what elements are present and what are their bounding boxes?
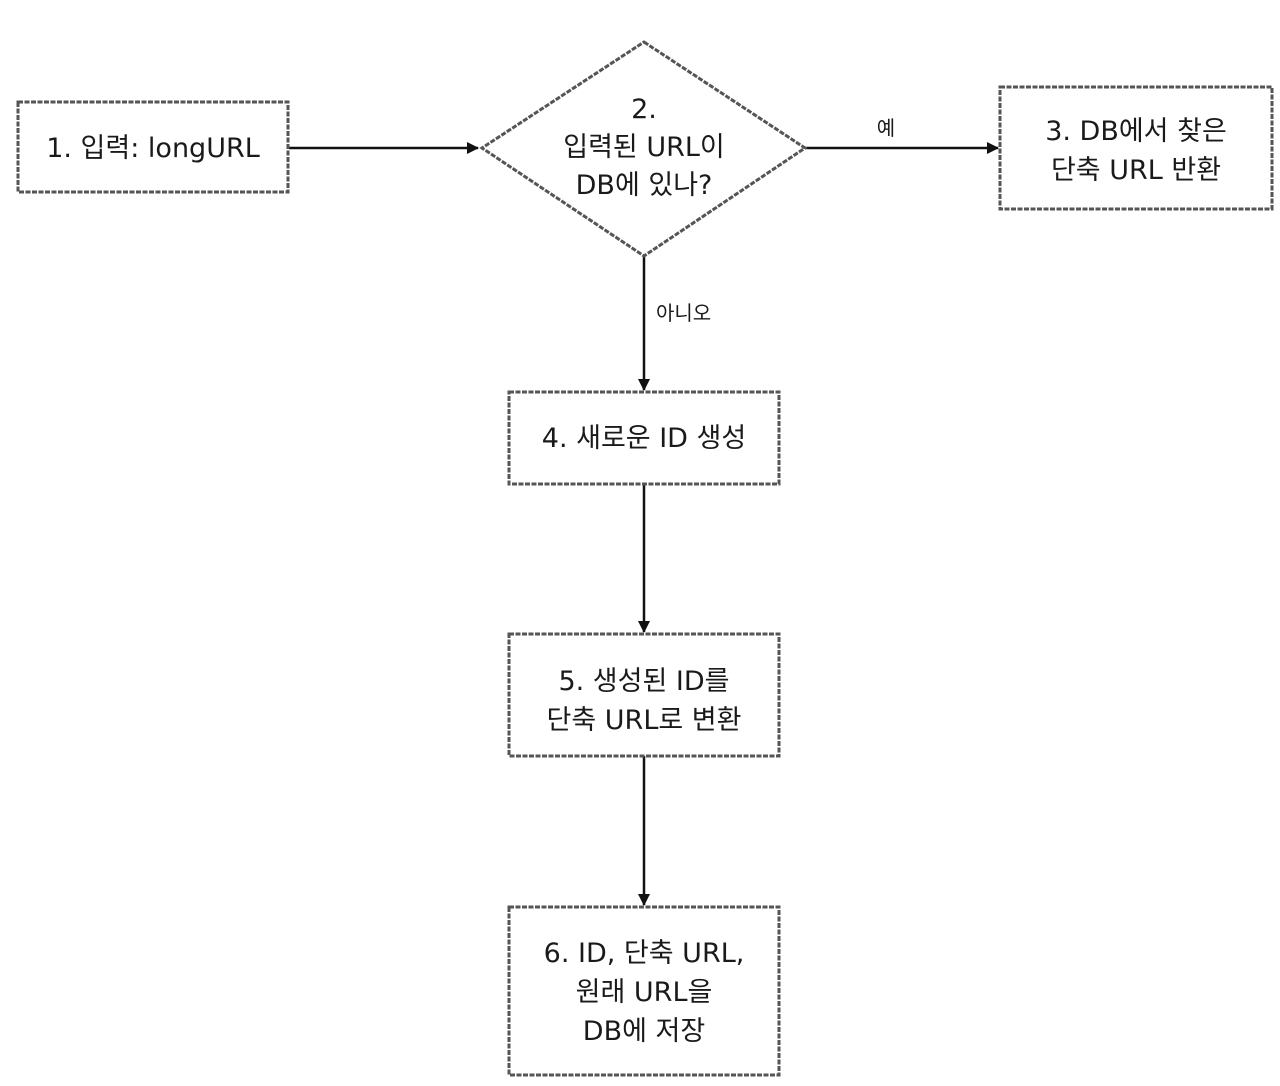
node-return-short-line-2: 단축 URL 반환 xyxy=(1051,155,1221,186)
node-save-box xyxy=(507,905,781,1077)
node-convert-box xyxy=(507,632,781,758)
node-save: 6. ID, 단축 URL, 원래 URL을 DB에 저장 xyxy=(507,905,781,1077)
node-decision-line-2: 입력된 URL이 xyxy=(563,132,725,163)
node-decision: 2. 입력된 URL이 DB에 있나? xyxy=(479,40,808,258)
node-save-line-1: 6. ID, 단축 URL, xyxy=(544,938,745,969)
node-save-line-3: DB에 저장 xyxy=(583,1016,705,1047)
node-decision-line-1: 2. xyxy=(631,94,657,125)
node-input: 1. 입력: longURL xyxy=(16,100,290,194)
node-convert-line-1: 5. 생성된 ID를 xyxy=(558,666,729,697)
node-return-short-line-1: 3. DB에서 찾은 xyxy=(1045,116,1227,147)
node-decision-line-3: DB에 있나? xyxy=(576,170,713,201)
node-new-id: 4. 새로운 ID 생성 xyxy=(507,390,781,486)
node-decision-diamond xyxy=(479,40,808,258)
node-new-id-line-1: 4. 새로운 ID 생성 xyxy=(542,423,746,454)
node-return-short: 3. DB에서 찾은 단축 URL 반환 xyxy=(998,85,1274,211)
edge-label-yes: 예 xyxy=(877,116,895,140)
node-return-short-box xyxy=(998,85,1274,211)
edge-label-no: 아니오 xyxy=(656,301,711,325)
node-new-id-box xyxy=(507,390,781,486)
node-input-box xyxy=(16,100,290,194)
node-input-line-1: 1. 입력: longURL xyxy=(46,133,260,164)
node-convert-line-2: 단축 URL로 변환 xyxy=(547,705,742,736)
node-save-line-2: 원래 URL을 xyxy=(576,977,713,1008)
node-convert: 5. 생성된 ID를 단축 URL로 변환 xyxy=(507,632,781,758)
